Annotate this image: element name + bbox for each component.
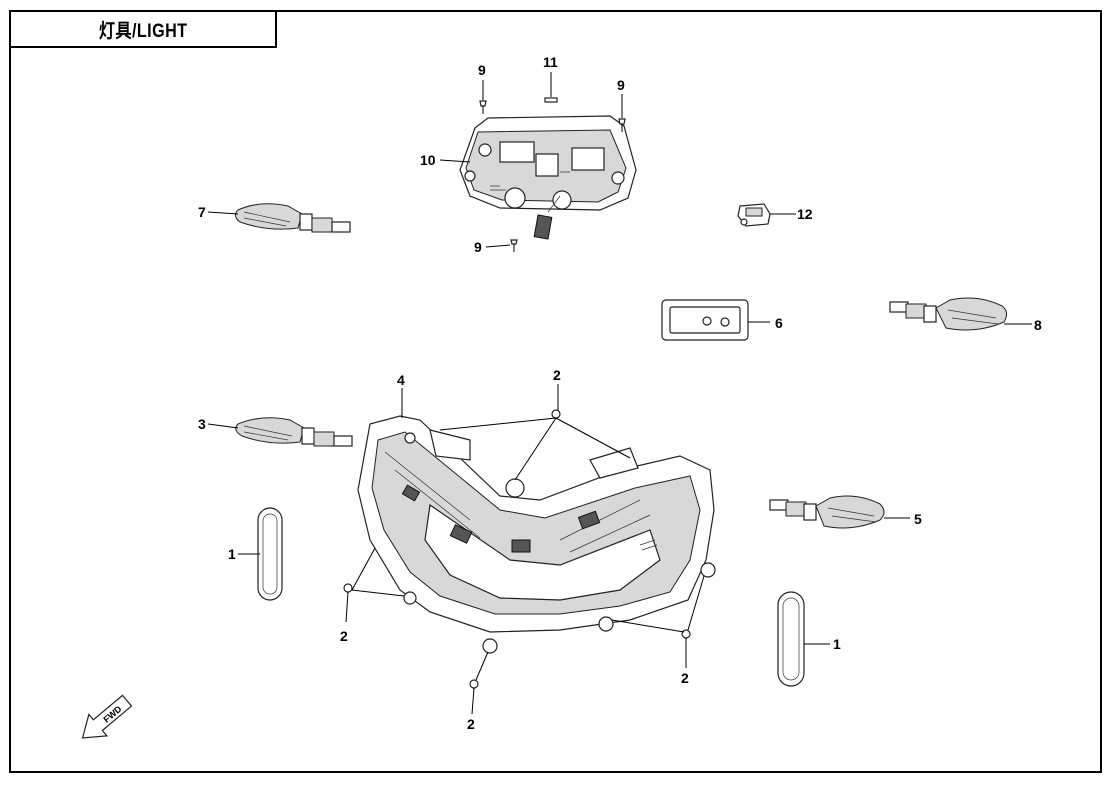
turn-signal-3 bbox=[235, 417, 353, 447]
callout-9-top-left: 9 bbox=[478, 62, 486, 78]
part-6-plate-light bbox=[661, 299, 749, 341]
fwd-arrow-icon: FWD bbox=[81, 694, 133, 739]
callout-1-right: 1 bbox=[833, 636, 841, 652]
reflector-1-right bbox=[777, 591, 805, 687]
callout-7: 7 bbox=[198, 204, 206, 220]
callout-12: 12 bbox=[797, 206, 813, 222]
callout-4: 4 bbox=[397, 372, 405, 388]
callout-3: 3 bbox=[198, 416, 206, 432]
turn-signal-7 bbox=[234, 203, 351, 233]
reflector-1-left bbox=[257, 507, 283, 601]
turn-signal-5 bbox=[769, 495, 885, 529]
part-11-clip bbox=[544, 97, 558, 103]
turn-signal-8 bbox=[889, 297, 1008, 331]
screw-9-top-right bbox=[618, 118, 626, 132]
drawing-frame bbox=[9, 10, 1102, 773]
callout-6: 6 bbox=[775, 315, 783, 331]
screw-9-top-left bbox=[479, 100, 487, 114]
callout-9-bottom: 9 bbox=[474, 239, 482, 255]
callout-2-left: 2 bbox=[340, 628, 348, 644]
callout-2-bottom: 2 bbox=[467, 716, 475, 732]
nut-2-left bbox=[343, 583, 353, 593]
callout-10: 10 bbox=[420, 152, 436, 168]
callout-11: 11 bbox=[543, 54, 558, 70]
nut-2-right bbox=[681, 629, 691, 639]
callout-2-right: 2 bbox=[681, 670, 689, 686]
callout-1-left: 1 bbox=[228, 546, 236, 562]
page-title: 灯具/LIGHT bbox=[98, 20, 188, 42]
headlight-assembly bbox=[357, 415, 716, 654]
callout-2-top: 2 bbox=[553, 367, 561, 383]
leader-lines bbox=[207, 72, 1032, 715]
nut-2-top bbox=[551, 409, 561, 419]
callout-9-top-right: 9 bbox=[617, 77, 625, 93]
nut-2-bottom bbox=[469, 679, 479, 689]
part-12-connector bbox=[737, 203, 771, 227]
callout-8: 8 bbox=[1034, 317, 1042, 333]
callout-5: 5 bbox=[914, 511, 922, 527]
screw-9-bottom bbox=[510, 239, 518, 252]
dashboard-unit bbox=[459, 115, 637, 240]
title-box: 灯具/LIGHT bbox=[9, 10, 277, 48]
callout-labels: 9 11 9 10 9 12 7 6 8 4 2 3 5 1 2 1 2 2 bbox=[198, 54, 1042, 732]
